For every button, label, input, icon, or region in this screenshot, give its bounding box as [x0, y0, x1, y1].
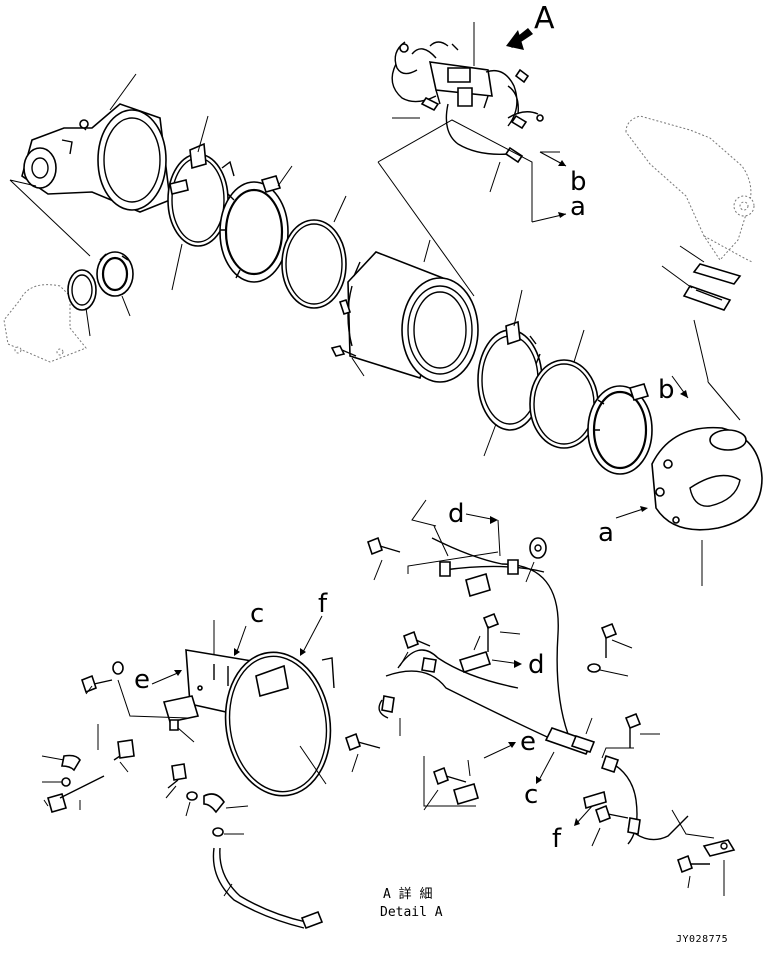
small-pipe-elbow	[42, 756, 80, 771]
svg-text:a: a	[570, 192, 586, 222]
turbo-gasket	[680, 246, 740, 284]
connector-elbow	[114, 740, 134, 772]
hose-elbow	[204, 794, 248, 812]
svg-text:b: b	[658, 375, 675, 405]
fastener-bolt-5	[602, 714, 660, 758]
view-a-indicator: A	[506, 1, 555, 50]
svg-text:a: a	[598, 518, 614, 548]
svg-text:f: f	[318, 589, 328, 619]
svg-text:d: d	[528, 650, 545, 680]
fastener-bolt-2	[400, 632, 430, 666]
svg-text:c: c	[524, 780, 538, 810]
fastener-washer-1	[588, 664, 628, 676]
callout-d-lower: d	[492, 650, 545, 680]
exhaust-elbow	[4, 285, 86, 362]
svg-text:b: b	[570, 167, 587, 197]
callout-b-right: b	[658, 375, 688, 405]
small-nut-left	[42, 778, 70, 786]
outlet-housing	[652, 428, 762, 586]
cylinder-bolt	[332, 346, 364, 376]
small-nut-mid	[186, 792, 197, 816]
callout-f-left: f	[300, 589, 328, 656]
turbo-clamp	[662, 266, 740, 420]
fastener-bolt-8	[592, 806, 628, 846]
svg-text:d: d	[448, 499, 465, 529]
caption-english: Detail A	[380, 905, 443, 920]
ring-terminal	[672, 810, 734, 896]
label-view-a: A	[534, 1, 555, 36]
callout-b-upper: b	[540, 152, 587, 197]
clamp-band-1	[168, 116, 234, 290]
svg-text:f: f	[552, 824, 562, 854]
svg-text:e: e	[520, 727, 536, 757]
banjo-fitting	[166, 764, 186, 798]
fastener-nut-1	[526, 538, 546, 582]
sensor-tube	[213, 848, 322, 928]
harness-bracket-1	[466, 574, 490, 596]
harness-bracket-2	[460, 636, 490, 672]
fastener-bolt-1	[368, 538, 400, 580]
large-clamp-band	[216, 645, 339, 802]
fastener-bolt-4	[602, 624, 632, 658]
caption-japanese: A 詳 細	[383, 886, 432, 902]
vband-clamp-2	[588, 384, 652, 474]
callout-d-upper: d	[408, 499, 500, 574]
turbocharger-outline	[626, 116, 754, 262]
callout-e-left: e	[134, 665, 182, 695]
vband-clamp-1	[220, 166, 292, 282]
clamp-band-2	[478, 290, 542, 456]
callout-e-right: e	[424, 727, 536, 806]
small-clamp-left	[97, 252, 133, 316]
small-pipe-left	[44, 776, 104, 812]
small-gasket-left	[68, 270, 96, 336]
callout-a-upper: a	[532, 192, 586, 222]
callout-c-right: c	[524, 752, 554, 810]
fastener-bolt-9	[678, 856, 710, 888]
washer-left-1	[113, 662, 123, 674]
svg-text:e: e	[134, 665, 150, 695]
pressure-sensor	[164, 696, 198, 742]
callout-c-left: c	[234, 599, 264, 656]
callout-a-right: a	[598, 506, 648, 548]
fastener-bolt-7	[424, 768, 466, 810]
bolt-left-1	[82, 676, 112, 694]
lower-wire-harness	[379, 500, 688, 844]
drawing-code: JY028775	[676, 934, 728, 945]
fastener-bolt-6	[346, 734, 380, 772]
detail-a-sensor-assembly	[378, 22, 560, 222]
harness-bracket-3	[454, 760, 478, 804]
inlet-housing	[22, 74, 170, 212]
gasket-ring-1	[282, 196, 346, 308]
detail-a-caption: A 詳 細 Detail A	[380, 886, 443, 920]
small-nut-low	[213, 828, 244, 836]
dpf-cylinder	[340, 240, 478, 382]
callout-f-right: f	[552, 804, 594, 854]
harness-bracket-4	[584, 792, 606, 808]
fastener-bolt-3	[484, 614, 520, 652]
svg-text:c: c	[250, 599, 264, 629]
